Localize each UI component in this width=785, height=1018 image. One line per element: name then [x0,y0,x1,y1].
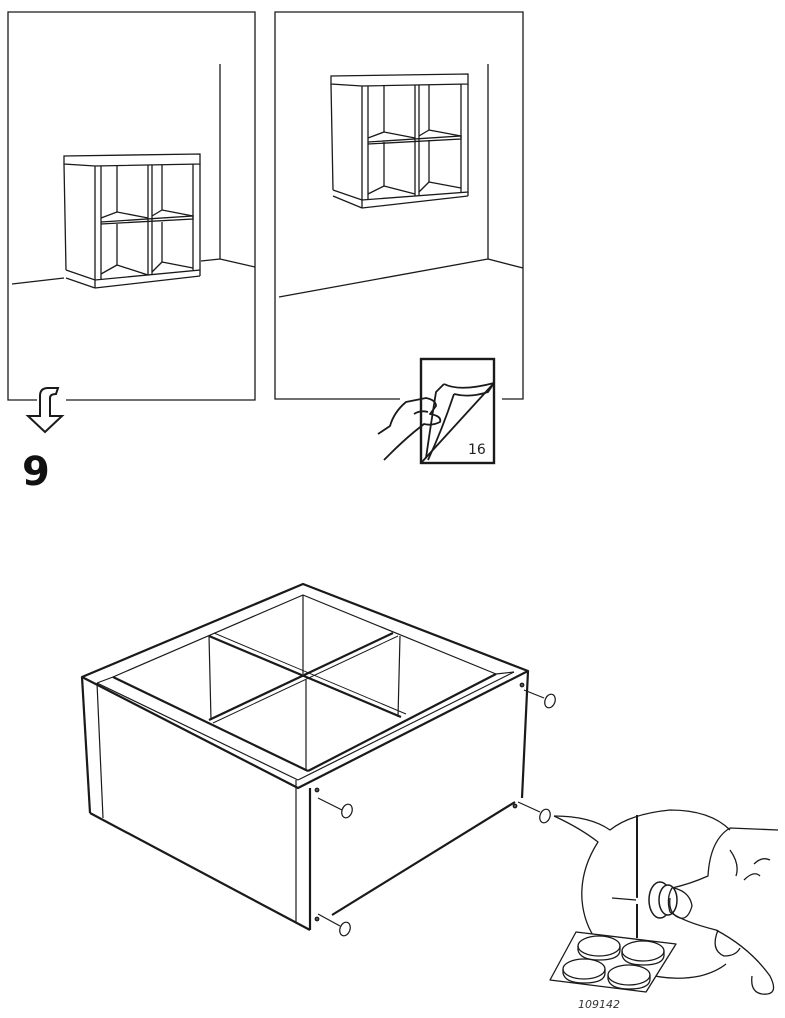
step-illustration [70,570,570,950]
turn-down-arrow-icon [24,384,74,436]
detail-callout: 109142 [540,780,785,1018]
hand-turning-page-icon[interactable]: 16 [370,350,530,470]
felt-pads [314,682,556,937]
step-number: 9 [22,449,50,495]
part-number: 109142 [578,998,620,1011]
shelf-unit-illustration [80,582,556,937]
floor-standing-illustration [7,11,256,401]
wall-mounted-illustration [274,11,524,400]
panel-floor-standing [0,0,270,410]
page-reference: 16 [468,442,486,458]
panel-wall-mounted [270,0,540,410]
